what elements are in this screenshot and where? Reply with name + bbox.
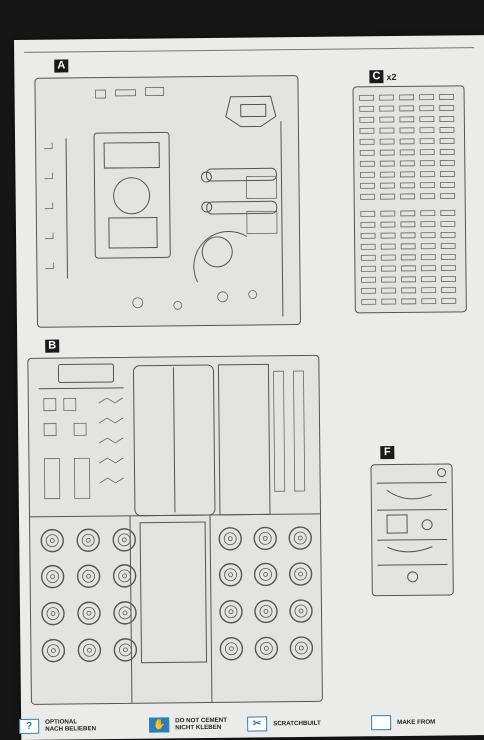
sprue-c-label: C: [369, 70, 384, 84]
sprue-c-quantity: x2: [386, 71, 397, 83]
sprue-b-label: B: [45, 339, 60, 353]
legend-do-not-cement-text: DO NOT CEMENT NICHT KLEBEN: [175, 716, 228, 732]
sprue-b-parts: [29, 363, 320, 703]
legend-optional-text: OPTIONAL NACH BELIEBEN: [45, 718, 97, 733]
sprue-a-parts: [44, 87, 284, 317]
legend-make-from: MAKE FROM: [371, 710, 435, 735]
scissors-icon: ✂: [247, 715, 268, 732]
legend-make-from-text: MAKE FROM: [397, 718, 436, 726]
sprue-a-frame: [34, 75, 302, 328]
make-from-icon: [371, 714, 392, 730]
instruction-sheet: A: [14, 35, 484, 740]
sprue-c-track-links: [359, 93, 457, 305]
sprue-a-label: A: [54, 59, 69, 73]
sprue-c-frame: [352, 85, 467, 314]
header-rule: [24, 47, 475, 53]
legend-scratchbuilt: ✂ SCRATCHBUILT: [247, 711, 321, 736]
sprue-f-parts: [376, 468, 448, 583]
sprue-b-frame: [27, 354, 323, 705]
sprue-f-label: F: [380, 446, 395, 460]
legend-do-not-cement: ✋ DO NOT CEMENT NICHT KLEBEN: [149, 712, 227, 737]
sprue-f-frame: [370, 463, 454, 597]
no-glue-icon: ✋: [149, 716, 170, 733]
